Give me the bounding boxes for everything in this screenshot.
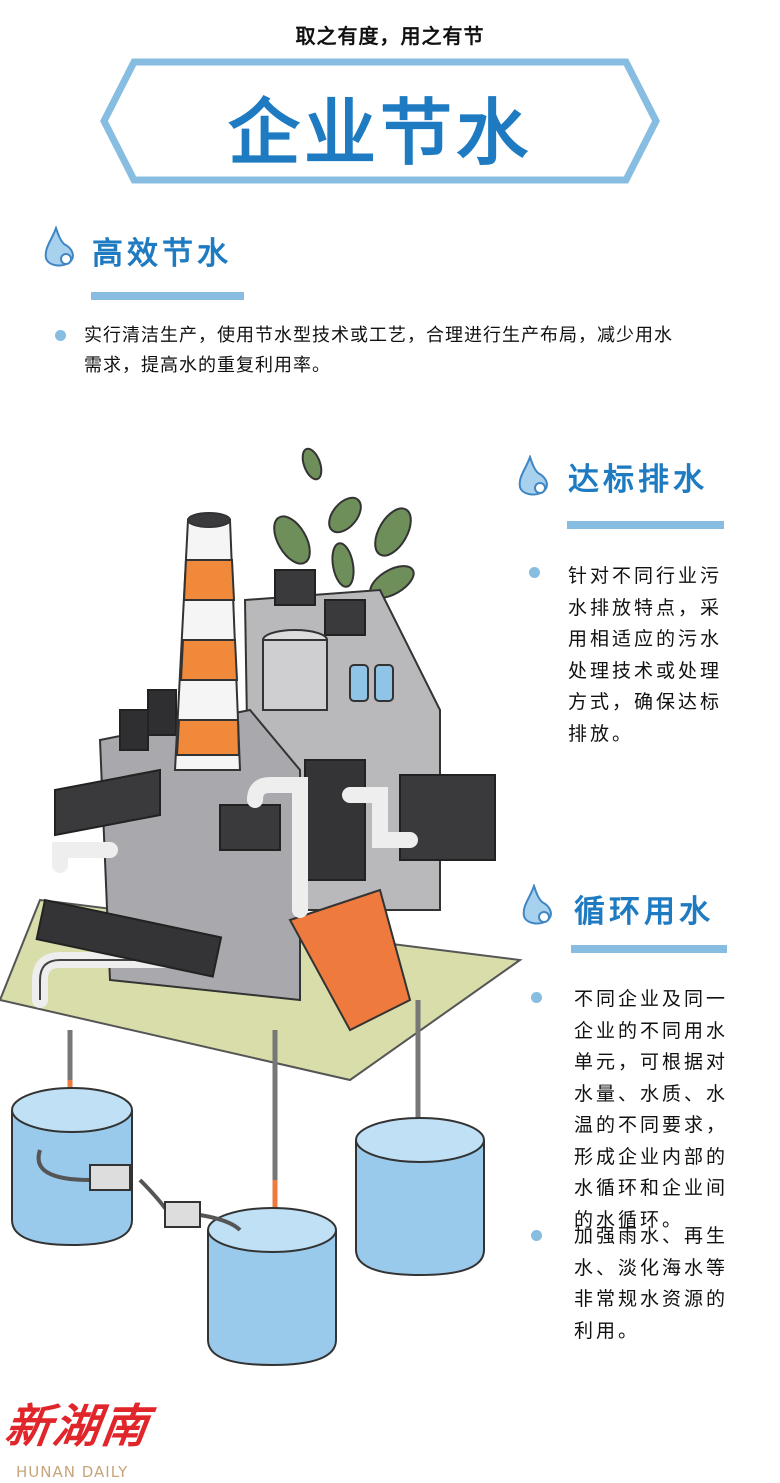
bullet-dot: [529, 567, 540, 578]
bullet-text: 针对不同行业污水排放特点，采用相适应的污水处理技术或处理方式，确保达标排放。: [568, 565, 723, 745]
bullet-text: 加强雨水、再生水、淡化海水等非常规水资源的利用。: [574, 1225, 729, 1342]
water-drop-mascot-icon: [518, 455, 548, 496]
factory-illustration: [0, 447, 523, 1367]
page-title: 企业节水: [227, 91, 532, 175]
section-underline: [571, 945, 727, 953]
bullet-dot: [531, 1230, 542, 1241]
water-drop-mascot-icon: [522, 884, 552, 925]
section-heading-discharge: 达标排水: [568, 462, 708, 498]
water-tanks: [11, 1087, 485, 1367]
section-heading-recycling: 循环用水: [574, 894, 714, 930]
bullet-dot: [55, 330, 66, 341]
bullet-text: 不同企业及同一企业的不同用水单元，可根据对水量、水质、水温的不同要求，形成企业内…: [574, 988, 729, 1231]
section-underline: [567, 521, 724, 529]
title-banner-frame: [100, 58, 660, 184]
leaves: [273, 447, 415, 599]
section-underline: [91, 292, 244, 300]
chimney: [173, 512, 242, 771]
subtitle: 取之有度，用之有节: [295, 24, 485, 48]
logo-hunan-daily: 新湖南: [1, 1399, 154, 1453]
water-drop-mascot-icon: [44, 226, 74, 267]
bullet-text: 实行清洁生产，使用节水型技术或工艺，合理进行生产布局，减少用水需求，提高水的重复…: [84, 325, 673, 376]
bullet-dot: [531, 992, 542, 1003]
section-heading-efficient: 高效节水: [92, 236, 232, 272]
logo-hunan-daily-en: HUNAN DAILY: [16, 1463, 129, 1481]
